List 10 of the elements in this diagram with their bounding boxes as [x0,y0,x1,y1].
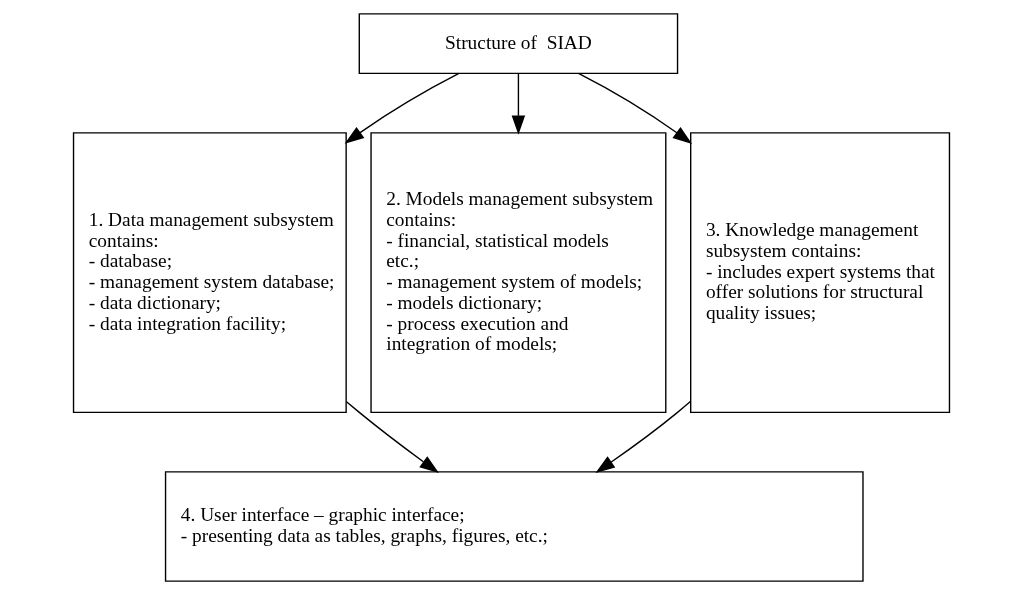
arrow [511,72,526,135]
arrow [595,400,692,473]
node-box: 4. User interface – graphic interface; - presenting data as tables, graphs, figures, etc.; [164,471,864,582]
arrow [344,72,460,144]
node-box: 2. Models management subsystem contains: - financial, statistical models etc.; - management system of models; - models dictionary; - process execution and integration of models; [370,132,667,414]
node-box: Structure of SIAD [358,13,679,74]
node-box: 3. Knowledge management subsystem contains: - includes expert systems that offer solutions for structural quality issues; [690,132,951,414]
node-box: 1. Data management subsystem contains: - database; - management system database; - data dictionary; - data integration facility; [72,132,347,414]
arrow [345,401,439,474]
arrow [577,72,693,144]
